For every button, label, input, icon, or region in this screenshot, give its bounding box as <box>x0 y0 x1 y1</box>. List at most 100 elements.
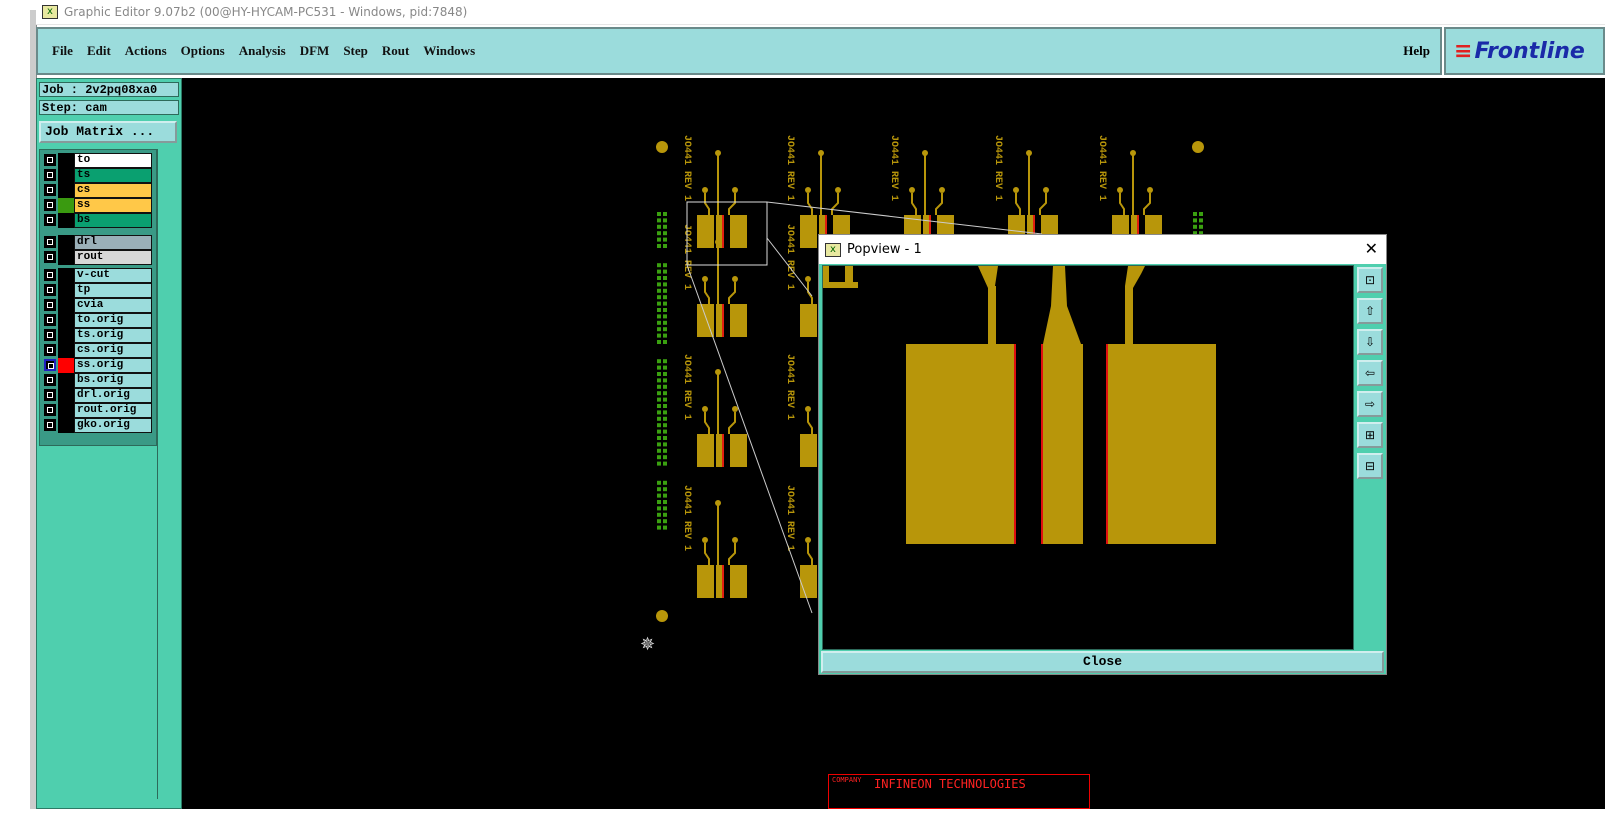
layer-row-rout.orig[interactable]: rout.orig <box>42 403 154 418</box>
layer-name[interactable]: cvia <box>74 298 152 313</box>
pad <box>1147 187 1153 193</box>
layer-name[interactable]: ss.orig <box>74 358 152 373</box>
layer-color-swatch[interactable] <box>58 403 74 418</box>
layer-checkbox[interactable] <box>44 299 56 311</box>
layer-color-swatch[interactable] <box>58 373 74 388</box>
menu-rout[interactable]: Rout <box>381 43 410 58</box>
menu-step[interactable]: Step <box>343 43 368 58</box>
layer-name[interactable]: tp <box>74 283 152 298</box>
layer-name[interactable]: ts <box>74 168 152 183</box>
layer-row-ss[interactable]: ss <box>42 198 154 213</box>
menu-dfm[interactable]: DFM <box>299 43 330 58</box>
menu-windows[interactable]: Windows <box>423 43 476 58</box>
layer-checkbox[interactable] <box>44 184 56 196</box>
job-matrix-button[interactable]: Job Matrix ... <box>39 121 177 143</box>
layer-row-cs.orig[interactable]: cs.orig <box>42 343 154 358</box>
layer-name[interactable]: cs.orig <box>74 343 152 358</box>
layer-checkbox[interactable] <box>44 314 56 326</box>
layer-name[interactable]: bs <box>74 213 152 228</box>
layer-checkbox[interactable] <box>44 214 56 226</box>
pan-left-button[interactable]: ⇦ <box>1357 360 1383 386</box>
layer-name[interactable]: bs.orig <box>74 373 152 388</box>
layer-list-scrollbar[interactable] <box>157 149 180 799</box>
layer-color-swatch[interactable] <box>58 183 74 198</box>
test-point <box>657 404 661 408</box>
zoom-out-button[interactable]: ⊟ <box>1357 453 1383 479</box>
layer-color-swatch[interactable] <box>58 198 74 213</box>
popview-close-button[interactable]: Close <box>821 651 1384 673</box>
layer-name[interactable]: gko.orig <box>74 418 152 433</box>
zoom-fit-button[interactable]: ⊡ <box>1357 267 1383 293</box>
layer-name[interactable]: to.orig <box>74 313 152 328</box>
layer-row-drl.orig[interactable]: drl.orig <box>42 388 154 403</box>
pan-right-button[interactable]: ⇨ <box>1357 391 1383 417</box>
layer-row-rout[interactable]: rout <box>42 250 154 265</box>
layer-color-swatch[interactable] <box>58 168 74 183</box>
layer-color-swatch[interactable] <box>58 298 74 313</box>
layer-checkbox[interactable] <box>44 199 56 211</box>
layer-row-cs[interactable]: cs <box>42 183 154 198</box>
layer-name[interactable]: cs <box>74 183 152 198</box>
layer-checkbox[interactable] <box>44 236 56 248</box>
menu-actions[interactable]: Actions <box>124 43 167 58</box>
layer-row-cvia[interactable]: cvia <box>42 298 154 313</box>
popview-titlebar[interactable]: x Popview - 1 ✕ <box>819 235 1386 264</box>
layer-color-swatch[interactable] <box>58 153 74 168</box>
layer-name[interactable]: ts.orig <box>74 328 152 343</box>
layer-row-v-cut[interactable]: v-cut <box>42 268 154 283</box>
layer-row-gko.orig[interactable]: gko.orig <box>42 418 154 433</box>
layer-color-swatch[interactable] <box>58 328 74 343</box>
layer-name[interactable]: rout <box>74 250 152 265</box>
layer-name[interactable]: v-cut <box>74 268 152 283</box>
pad <box>716 215 724 248</box>
layer-checkbox[interactable] <box>44 284 56 296</box>
layer-checkbox[interactable] <box>44 359 56 371</box>
menu-analysis[interactable]: Analysis <box>238 43 286 58</box>
layer-name[interactable]: drl <box>74 235 152 250</box>
layer-row-ts[interactable]: ts <box>42 168 154 183</box>
zoom-in-button[interactable]: ⊞ <box>1357 422 1383 448</box>
layer-checkbox[interactable] <box>44 344 56 356</box>
layer-name[interactable]: drl.orig <box>74 388 152 403</box>
layer-checkbox[interactable] <box>44 374 56 386</box>
layer-color-swatch[interactable] <box>58 388 74 403</box>
pan-up-button[interactable]: ⇧ <box>1357 298 1383 324</box>
layer-row-tp[interactable]: tp <box>42 283 154 298</box>
layer-color-swatch[interactable] <box>58 358 74 373</box>
layer-checkbox[interactable] <box>44 169 56 181</box>
menu-file[interactable]: File <box>52 43 73 58</box>
layer-color-swatch[interactable] <box>58 250 74 265</box>
layer-checkbox[interactable] <box>44 419 56 431</box>
layer-color-swatch[interactable] <box>58 418 74 433</box>
layer-color-swatch[interactable] <box>58 235 74 250</box>
layer-checkbox[interactable] <box>44 389 56 401</box>
layer-name[interactable]: rout.orig <box>74 403 152 418</box>
layer-row-bs.orig[interactable]: bs.orig <box>42 373 154 388</box>
layer-row-to.orig[interactable]: to.orig <box>42 313 154 328</box>
layer-color-swatch[interactable] <box>58 313 74 328</box>
layer-color-swatch[interactable] <box>58 213 74 228</box>
menu-options[interactable]: Options <box>180 43 225 58</box>
layer-color-swatch[interactable] <box>58 343 74 358</box>
layer-color-swatch[interactable] <box>58 268 74 283</box>
layer-color-swatch[interactable] <box>58 283 74 298</box>
layer-row-ss.orig[interactable]: ss.orig <box>42 358 154 373</box>
layer-row-drl[interactable]: drl <box>42 235 154 250</box>
layer-checkbox[interactable] <box>44 269 56 281</box>
layer-name[interactable]: ss <box>74 198 152 213</box>
pad <box>805 276 811 282</box>
menu-edit[interactable]: Edit <box>86 43 111 58</box>
popview-canvas[interactable] <box>822 265 1354 650</box>
layer-checkbox[interactable] <box>44 329 56 341</box>
menu-help[interactable]: Help <box>1403 43 1430 58</box>
close-icon[interactable]: ✕ <box>1364 239 1378 258</box>
pan-down-button[interactable]: ⇩ <box>1357 329 1383 355</box>
test-point <box>663 410 667 415</box>
layer-checkbox[interactable] <box>44 154 56 166</box>
layer-checkbox[interactable] <box>44 404 56 416</box>
layer-row-bs[interactable]: bs <box>42 213 154 228</box>
layer-row-to[interactable]: to <box>42 153 154 168</box>
layer-row-ts.orig[interactable]: ts.orig <box>42 328 154 343</box>
layer-name[interactable]: to <box>74 153 152 168</box>
layer-checkbox[interactable] <box>44 251 56 263</box>
